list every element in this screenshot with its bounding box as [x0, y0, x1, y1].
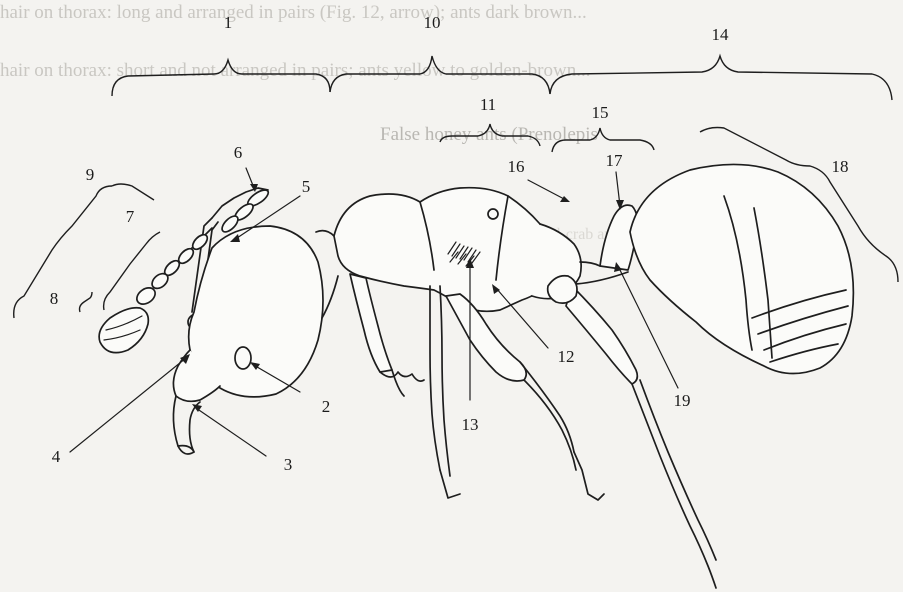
label-7: 7 — [126, 207, 135, 226]
gaster — [630, 164, 853, 373]
label-17: 17 — [606, 151, 624, 170]
label-8: 8 — [50, 289, 59, 308]
label-4: 4 — [52, 447, 61, 466]
label-16: 16 — [508, 157, 525, 176]
label-13: 13 — [462, 415, 479, 434]
label-2: 2 — [322, 397, 331, 416]
thorax — [334, 188, 581, 312]
label-9: 9 — [86, 165, 95, 184]
label-12: 12 — [558, 347, 575, 366]
label-5: 5 — [302, 177, 311, 196]
label-3: 3 — [284, 455, 293, 474]
label-14: 14 — [712, 25, 730, 44]
ant-illustration — [99, 164, 853, 588]
label-19: 19 — [674, 391, 691, 410]
label-6: 6 — [234, 143, 243, 162]
petiole — [576, 205, 637, 284]
label-10: 10 — [424, 13, 441, 32]
label-1: 1 — [224, 13, 233, 32]
head — [173, 226, 323, 454]
label-15: 15 — [592, 103, 609, 122]
compound-eye — [235, 347, 251, 369]
label-11: 11 — [480, 95, 496, 114]
spiracle — [488, 209, 498, 219]
legs — [350, 274, 716, 588]
label-18: 18 — [832, 157, 849, 176]
